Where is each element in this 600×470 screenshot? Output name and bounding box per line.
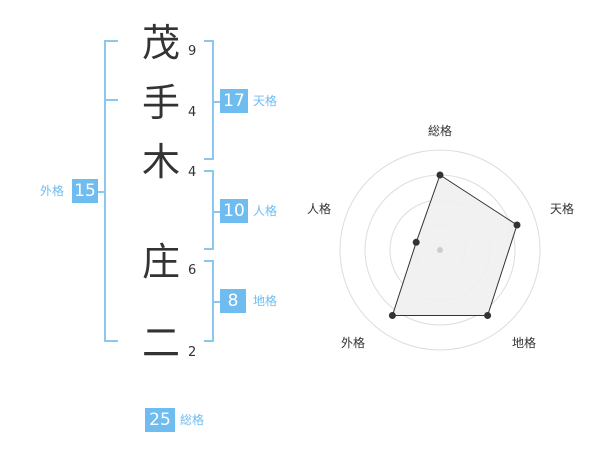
jinkaku-connector xyxy=(214,211,220,213)
gaikaku-connector xyxy=(98,191,104,193)
tenkaku-bracket xyxy=(204,40,214,160)
stroke-count-1: 9 xyxy=(188,44,197,59)
stroke-count-2: 4 xyxy=(188,105,197,120)
soukaku-badge: 25 xyxy=(145,408,175,432)
gaikaku-label: 外格 xyxy=(40,184,65,198)
gaikaku-bracket xyxy=(104,40,118,342)
radar-grid-ring xyxy=(339,149,541,351)
radar-center-dot xyxy=(437,247,443,253)
radar-label-tenkaku: 天格 xyxy=(550,201,574,216)
stroke-count-4: 6 xyxy=(188,263,197,278)
jinkaku-bracket xyxy=(204,170,214,250)
gaikaku-badge: 15 xyxy=(72,179,98,203)
radar-label-chikaku: 地格 xyxy=(512,335,536,350)
chikaku-bracket xyxy=(204,260,214,342)
name-char-1: 茂 xyxy=(141,21,180,65)
jinkaku-label: 人格 xyxy=(253,204,278,218)
gaikaku-bracket-mid-tick xyxy=(104,99,118,101)
name-char-3: 木 xyxy=(141,140,180,184)
chikaku-connector xyxy=(214,301,220,303)
radar-point xyxy=(484,312,492,319)
radar-point xyxy=(513,221,521,229)
radar-point xyxy=(436,171,444,179)
name-char-2: 手 xyxy=(141,81,180,125)
stroke-count-3: 4 xyxy=(188,165,197,180)
chikaku-label: 地格 xyxy=(253,294,278,308)
radar-point xyxy=(412,238,420,246)
name-char-5: 二 xyxy=(141,321,180,365)
soukaku-label: 総格 xyxy=(180,413,205,427)
chikaku-badge: 8 xyxy=(220,289,246,313)
radar-point xyxy=(388,312,396,319)
radar-label-soukaku: 総格 xyxy=(428,123,452,138)
radar-label-jinkaku: 人格 xyxy=(307,201,331,216)
tenkaku-badge: 17 xyxy=(220,89,248,113)
radar-area xyxy=(391,174,518,316)
radar-label-gaikaku: 外格 xyxy=(341,335,365,350)
stroke-count-5: 2 xyxy=(188,345,197,360)
tenkaku-connector xyxy=(214,101,220,103)
tenkaku-label: 天格 xyxy=(253,94,278,108)
radar-points xyxy=(388,171,521,319)
name-char-4: 庄 xyxy=(141,240,180,284)
jinkaku-badge: 10 xyxy=(220,199,248,223)
